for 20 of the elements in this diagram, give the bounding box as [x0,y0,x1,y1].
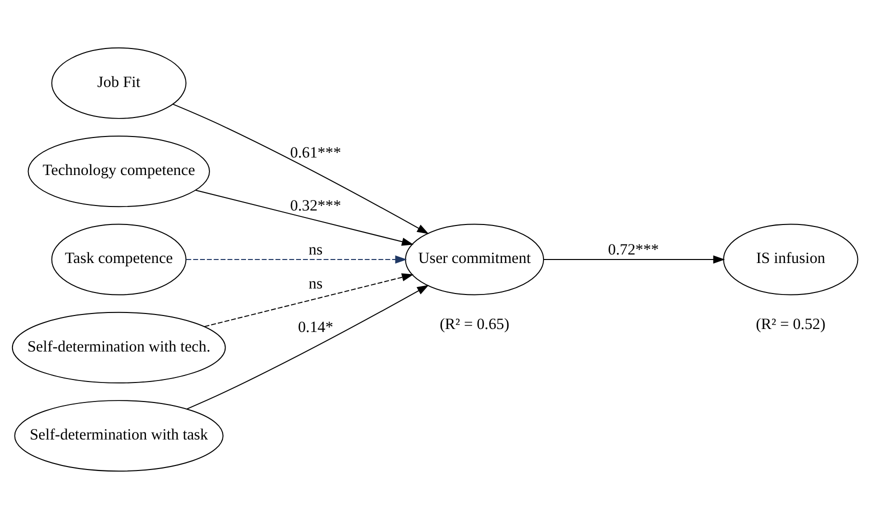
arrow [172,103,429,234]
node-ellipse: IS infusion [723,223,858,295]
edge-label: ns [308,275,323,292]
node-ellipse: Technology competence [28,135,210,207]
arrow [204,272,414,327]
node-label: (R² = 0.52) [756,315,826,332]
edge-label: 0.72*** [608,240,659,258]
node-ellipse: Self-determination with tech. [12,311,226,383]
arrow [543,254,725,264]
arrow [186,284,429,409]
node-ellipse: Self-determination with task [14,400,224,472]
node-ellipse: Task competence [51,223,186,295]
node-label: (R² = 0.65) [440,315,510,332]
edge-label: 0.61*** [290,144,342,161]
edge-label: 0.32*** [290,196,342,214]
edge-label: 0.14* [298,318,334,336]
node-ellipse: Job Fit [51,46,186,118]
edge-label: ns [308,240,323,258]
arrow [186,254,407,264]
arrow [195,189,414,246]
